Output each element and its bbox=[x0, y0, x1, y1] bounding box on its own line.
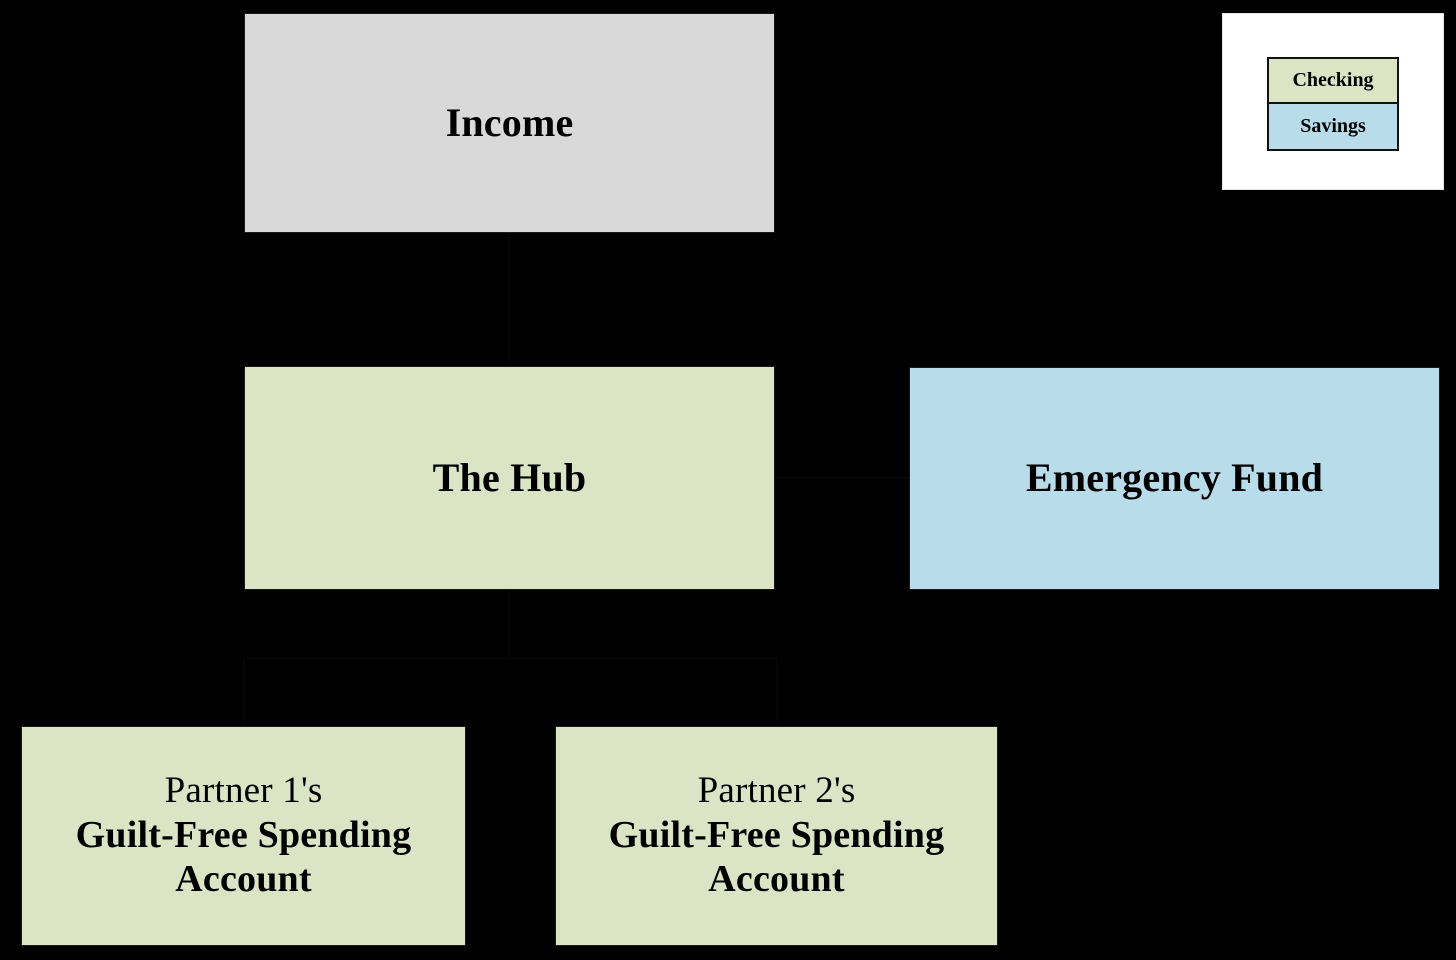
edge-hub-split-horizontal bbox=[243, 657, 777, 659]
node-partner1-owner: Partner 1's bbox=[164, 770, 323, 812]
node-partner1-line1: Guilt-Free Spending bbox=[75, 814, 412, 857]
edge-hub-to-partner2 bbox=[776, 657, 778, 726]
node-income[interactable]: Income bbox=[244, 13, 775, 233]
legend-panel: Checking Savings bbox=[1222, 13, 1444, 190]
node-the-hub[interactable]: The Hub bbox=[244, 366, 775, 590]
edge-hub-downstem bbox=[508, 590, 510, 658]
legend-item-checking-label: Checking bbox=[1292, 69, 1374, 91]
legend-item-checking[interactable]: Checking bbox=[1269, 59, 1397, 104]
node-partner1-guilt-free-spending-account[interactable]: Partner 1's Guilt-Free Spending Account bbox=[21, 726, 466, 946]
node-partner1-line2: Account bbox=[175, 858, 312, 901]
node-partner2-line2: Account bbox=[708, 858, 845, 901]
node-emergency-fund-label: Emergency Fund bbox=[1025, 455, 1324, 501]
edge-hub-to-partner1 bbox=[243, 657, 245, 726]
node-income-label: Income bbox=[445, 99, 574, 145]
node-emergency-fund[interactable]: Emergency Fund bbox=[909, 367, 1440, 590]
node-the-hub-label: The Hub bbox=[432, 454, 587, 500]
legend-item-savings-label: Savings bbox=[1300, 115, 1366, 137]
edge-hub-to-emergency bbox=[775, 477, 909, 479]
node-partner2-owner: Partner 2's bbox=[697, 770, 856, 812]
node-partner2-line1: Guilt-Free Spending bbox=[608, 814, 945, 857]
legend-swatch-stack: Checking Savings bbox=[1267, 57, 1399, 151]
node-partner2-guilt-free-spending-account[interactable]: Partner 2's Guilt-Free Spending Account bbox=[555, 726, 998, 946]
legend-item-savings[interactable]: Savings bbox=[1269, 104, 1397, 149]
edge-income-to-hub bbox=[508, 233, 510, 366]
